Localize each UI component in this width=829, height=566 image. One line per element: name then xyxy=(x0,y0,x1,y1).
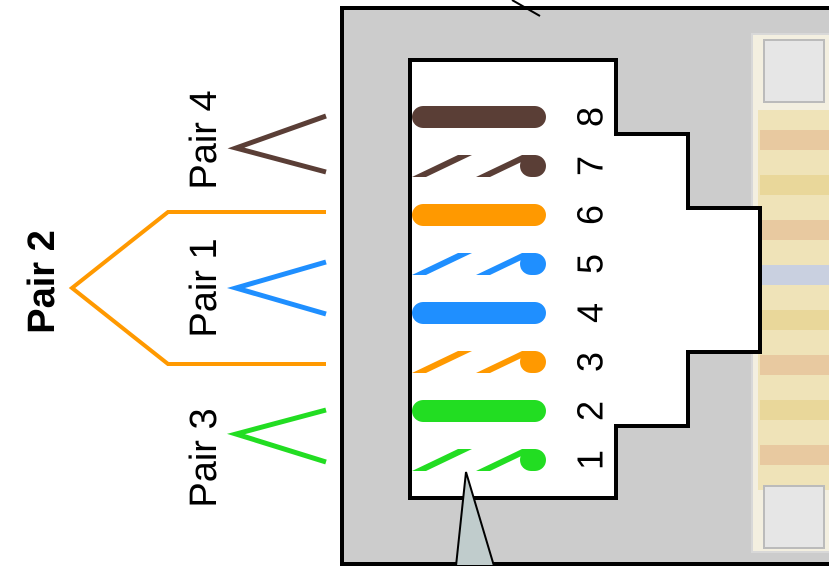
pin-4-wire xyxy=(412,302,546,324)
pin-2-number: 2 xyxy=(570,401,611,421)
bottom-callout-pointer xyxy=(454,471,496,566)
pin-5-number: 5 xyxy=(570,254,611,274)
pin-6-number: 6 xyxy=(570,205,611,225)
pair-4-label: Pair 4 xyxy=(183,90,225,189)
pin-7-wire xyxy=(412,155,546,177)
pin-5-wire xyxy=(412,253,546,275)
pin-6-wire xyxy=(412,204,546,226)
pin-2-wire xyxy=(412,400,546,422)
contact-strip xyxy=(751,33,829,553)
pin-3-number: 3 xyxy=(570,352,611,372)
pair-connectors xyxy=(68,113,327,465)
pair-1-label: Pair 1 xyxy=(183,238,225,337)
pair-3-label: Pair 3 xyxy=(183,408,225,507)
pin-3-wire xyxy=(412,351,546,373)
pair-4-connector xyxy=(227,113,327,175)
pins-group: 1 2 3 4 5 6 7 8 xyxy=(412,106,611,471)
pair-3-connector xyxy=(226,407,327,465)
top-callout-line xyxy=(511,0,541,17)
pin-8-wire xyxy=(412,106,546,128)
pair-1-connector xyxy=(226,259,327,317)
pin-1-number: 1 xyxy=(570,450,611,470)
pin-1-wire xyxy=(412,449,546,471)
pair-2-title: Pair 2 xyxy=(21,230,63,334)
pin-8-number: 8 xyxy=(570,107,611,127)
pin-4-number: 4 xyxy=(570,303,611,323)
pin-7-number: 7 xyxy=(570,156,611,176)
pair-2-connector xyxy=(68,210,326,366)
